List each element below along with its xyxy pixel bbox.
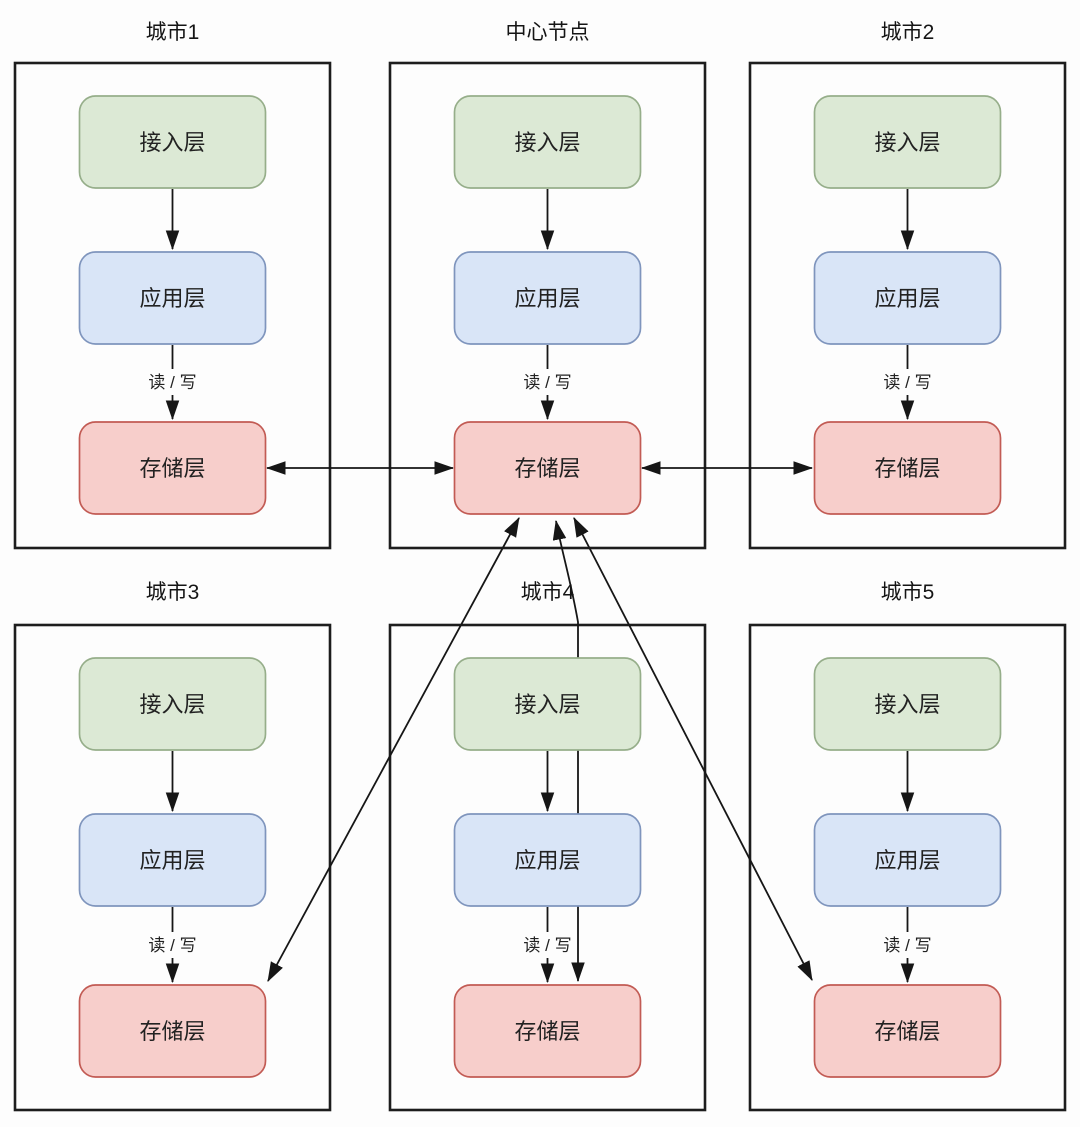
- city3-access-label: 接入层: [139, 692, 205, 717]
- city2-storage-box: [813, 421, 1002, 515]
- link-city4-center-storage: [552, 519, 585, 983]
- city1-storage-label: 存储层: [139, 456, 205, 481]
- city2-container: [748, 61, 1067, 550]
- city2-app-label: 应用层: [874, 286, 940, 311]
- city1-container: [13, 61, 332, 550]
- city3-storage-box: [78, 984, 267, 1078]
- city2-access-box: [813, 95, 1002, 189]
- city2-rw-label-bg: [879, 369, 936, 395]
- center-app-label: 应用层: [514, 286, 580, 311]
- center-rw-label: 读 / 写: [523, 373, 571, 392]
- city4-app-label: 应用层: [514, 848, 580, 873]
- city4-storage-label: 存储层: [514, 1019, 580, 1044]
- center-app-box: [453, 251, 642, 345]
- city4-storage-box: [453, 984, 642, 1078]
- group-center: 中心节点 读 / 写 接入层 应用层 存储层: [453, 21, 642, 515]
- city2-storage-label: 存储层: [874, 456, 940, 481]
- city4-title: 城市4: [521, 581, 575, 604]
- city3-title: 城市3: [146, 581, 200, 604]
- center-container: [388, 61, 707, 550]
- city4-rw-label: 读 / 写: [523, 936, 571, 955]
- group-city4: 城市4 读 / 写 接入层 应用层 存储层: [453, 581, 642, 1078]
- city4-app-box: [453, 813, 642, 907]
- city5-access-label: 接入层: [874, 692, 940, 717]
- city5-storage-box: [813, 984, 1002, 1078]
- city5-title: 城市5: [881, 581, 935, 604]
- city4-access-box: [453, 657, 642, 751]
- center-rw-label-bg: [519, 369, 576, 395]
- city3-app-label: 应用层: [139, 848, 205, 873]
- storage-sync-links: [265, 461, 814, 983]
- center-storage-label: 存储层: [514, 456, 580, 481]
- city3-access-box: [78, 657, 267, 751]
- city5-app-box: [813, 813, 1002, 907]
- city2-title: 城市2: [881, 21, 935, 44]
- city2-rw-label: 读 / 写: [883, 373, 931, 392]
- city3-app-box: [78, 813, 267, 907]
- city5-access-box: [813, 657, 1002, 751]
- city1-app-label: 应用层: [139, 286, 205, 311]
- city2-app-box: [813, 251, 1002, 345]
- group-city1: 城市1 读 / 写 接入层 应用层 存储层: [78, 21, 267, 515]
- city4-rw-label-bg: [521, 932, 574, 958]
- city1-access-box: [78, 95, 267, 189]
- group-city5: 城市5 读 / 写 接入层 应用层 存储层: [813, 581, 1002, 1078]
- city1-rw-label-bg: [144, 369, 201, 395]
- city5-app-label: 应用层: [874, 848, 940, 873]
- city1-access-label: 接入层: [139, 130, 205, 155]
- city2-access-label: 接入层: [874, 130, 940, 155]
- city1-app-box: [78, 251, 267, 345]
- city3-rw-label-bg: [144, 932, 201, 958]
- city5-rw-label: 读 / 写: [883, 936, 931, 955]
- city3-rw-label: 读 / 写: [148, 936, 196, 955]
- city1-rw-label: 读 / 写: [148, 373, 196, 392]
- center-storage-box: [453, 421, 642, 515]
- city4-access-label: 接入层: [514, 692, 580, 717]
- city5-storage-label: 存储层: [874, 1019, 940, 1044]
- center-access-label: 接入层: [514, 130, 580, 155]
- group-city3: 城市3 读 / 写 接入层 应用层 存储层: [78, 581, 267, 1078]
- city3-storage-label: 存储层: [139, 1019, 205, 1044]
- center-access-box: [453, 95, 642, 189]
- center-title: 中心节点: [506, 21, 590, 44]
- city5-rw-label-bg: [879, 932, 936, 958]
- group-city2: 城市2 读 / 写 接入层 应用层 存储层: [813, 21, 1002, 515]
- link-city3-center-storage: [267, 517, 520, 982]
- link-city5-center-storage: [573, 517, 813, 981]
- city1-storage-box: [78, 421, 267, 515]
- city1-title: 城市1: [146, 21, 200, 44]
